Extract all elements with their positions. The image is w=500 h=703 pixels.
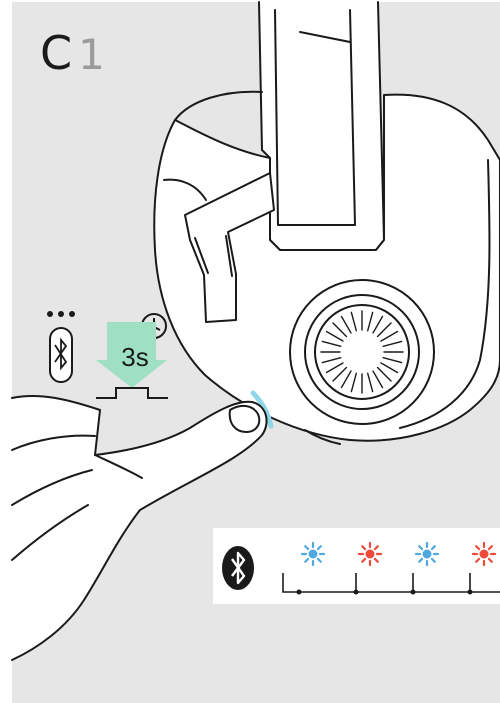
led-blink-sequence bbox=[222, 541, 500, 595]
dial-tick bbox=[321, 356, 342, 364]
dial-tick bbox=[376, 322, 392, 338]
headband-arm bbox=[184, 172, 275, 323]
volume-dial bbox=[289, 279, 435, 425]
led-blue-flash bbox=[414, 541, 440, 567]
dial-tick bbox=[325, 330, 344, 342]
led-blue-flash bbox=[300, 541, 326, 567]
dial-tick bbox=[372, 315, 384, 334]
dial-tick bbox=[350, 311, 358, 332]
press-duration-label: 3s bbox=[121, 342, 149, 372]
dial-tick bbox=[380, 330, 399, 342]
multi-function-button bbox=[250, 390, 341, 445]
led-blink-legend bbox=[213, 528, 500, 604]
timeline-dot bbox=[353, 589, 359, 595]
dial-tick bbox=[366, 372, 374, 393]
step-number: 1 bbox=[78, 30, 107, 79]
dial-tick bbox=[372, 370, 384, 389]
dial-tick bbox=[380, 362, 399, 374]
dial-tick bbox=[376, 366, 392, 382]
dial-tick bbox=[340, 370, 352, 389]
dial-tick bbox=[332, 322, 348, 338]
led-red-flash bbox=[471, 541, 497, 567]
dial-tick bbox=[350, 372, 358, 393]
timeline-dot bbox=[410, 589, 416, 595]
dial-tick bbox=[340, 315, 352, 334]
led-red-flash bbox=[357, 541, 383, 567]
dial-tick bbox=[332, 366, 348, 382]
timeline-dot bbox=[467, 589, 473, 595]
bluetooth-logo-icon bbox=[222, 546, 254, 590]
step-label: C1 bbox=[40, 30, 107, 76]
dial-tick bbox=[366, 311, 374, 332]
dial-tick bbox=[325, 362, 344, 374]
bluetooth-button-icon bbox=[47, 311, 75, 383]
step-letter: C bbox=[40, 26, 75, 80]
dial-tick bbox=[382, 356, 403, 364]
press-arrow bbox=[96, 322, 168, 399]
dial-tick bbox=[321, 340, 342, 348]
hand bbox=[11, 394, 268, 661]
timeline-dot bbox=[296, 589, 302, 595]
dial-tick bbox=[382, 340, 403, 348]
headband bbox=[258, 1, 385, 251]
